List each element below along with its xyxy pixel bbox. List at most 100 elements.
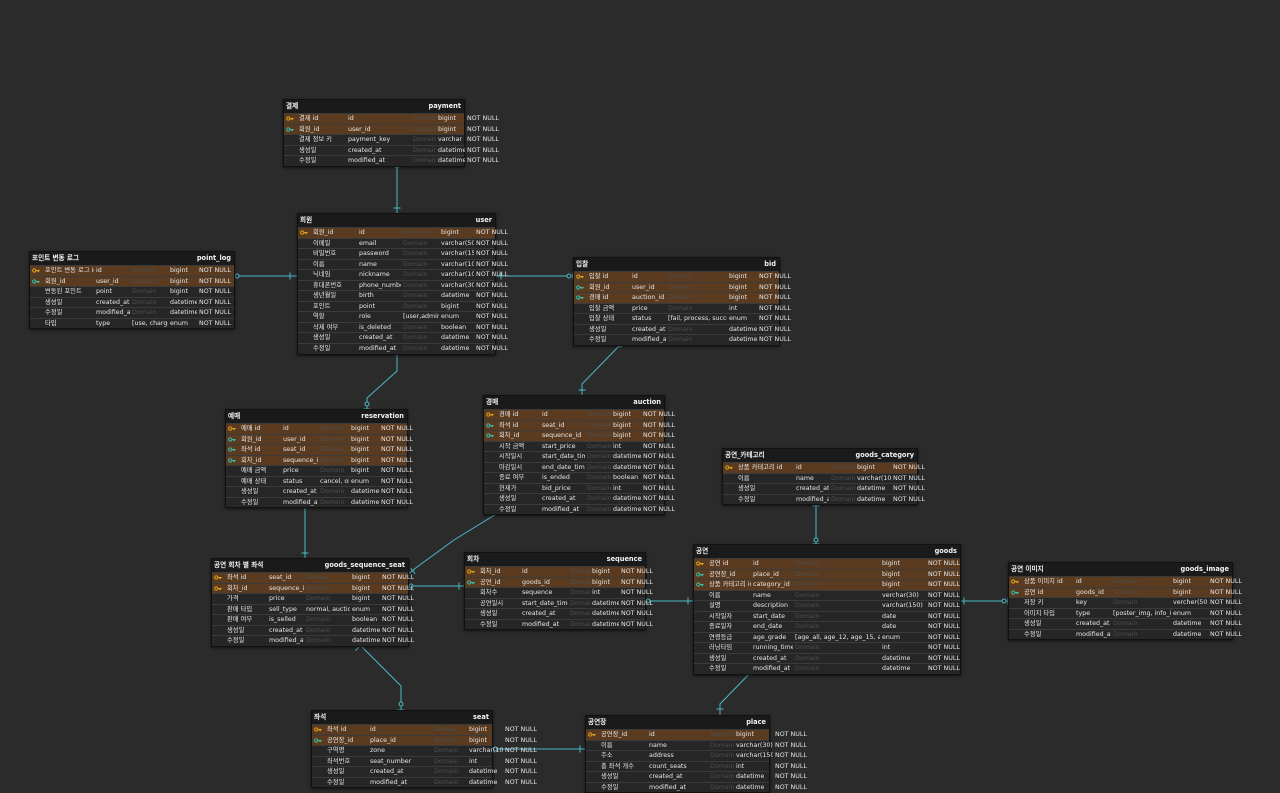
table-header[interactable]: 좌석 seat — [312, 711, 492, 724]
table-header[interactable]: 입찰 bid — [574, 258, 779, 271]
table-header[interactable]: 예매 reservation — [226, 410, 407, 423]
table-row[interactable]: 회차수sequenceDomainintNOT NULL — [465, 587, 653, 598]
table-header[interactable]: 공연 회차 별 좌석 goods_sequence_seat — [212, 559, 408, 572]
table-header[interactable]: 공연_카테고리 goods_category — [723, 449, 917, 462]
table-header[interactable]: 회차 sequence — [465, 553, 645, 566]
table-header[interactable]: 공연 goods — [694, 545, 960, 558]
table-header[interactable]: 공연 이미지 goods_image — [1009, 563, 1232, 576]
table-header[interactable]: 경매 auction — [484, 396, 664, 409]
table-header[interactable]: 공연장 place — [586, 716, 769, 729]
table-header[interactable]: 포인트 변동 로그 point_log — [30, 252, 234, 265]
table-header[interactable]: 결제 payment — [284, 100, 464, 113]
